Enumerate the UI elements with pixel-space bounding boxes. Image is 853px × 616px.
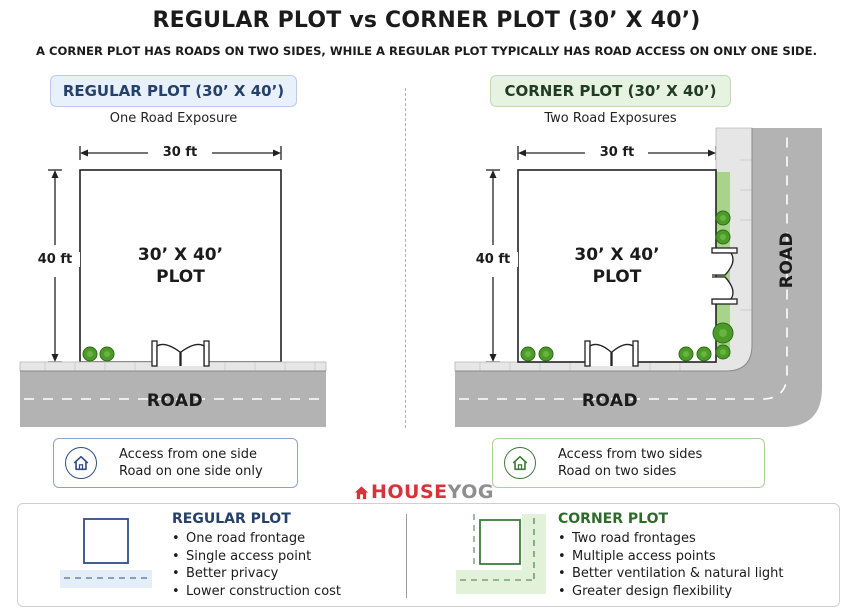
regular-access-card: Access from one side Road on one side on…	[53, 438, 298, 488]
brand-house-icon	[354, 485, 369, 499]
corner-access-card: Access from two sides Road on two sides	[492, 438, 765, 488]
gate-icon	[151, 340, 210, 367]
regular-plot-pill: REGULAR PLOT (30’ X 40’)	[50, 75, 297, 107]
regular-home-badge	[65, 447, 97, 479]
corner-plot-pill: CORNER PLOT (30’ X 40’)	[490, 75, 731, 107]
tree-icon	[520, 210, 734, 362]
summary-regular-list: One road frontage Single access point Be…	[172, 530, 341, 600]
regular-road-label: ROAD	[146, 391, 204, 411]
home-icon	[73, 455, 89, 471]
list-item: Single access point	[172, 548, 341, 566]
summary-divider	[406, 514, 407, 598]
regular-width-dimension	[79, 146, 282, 160]
corner-exposure-label: Two Road Exposures	[544, 111, 677, 126]
list-item: One road frontage	[172, 530, 341, 548]
list-item: Lower construction cost	[172, 583, 341, 601]
page-title: REGULAR PLOT vs CORNER PLOT (30’ X 40’)	[152, 8, 701, 33]
regular-access-line-2: Road on one side only	[119, 464, 263, 479]
regular-plot-title: 30’ X 40’ PLOT	[80, 244, 281, 288]
corner-home-badge	[504, 447, 536, 479]
side-gate-icon	[711, 247, 738, 305]
list-item: Two road frontages	[558, 530, 784, 548]
regular-plot-size: 30’ X 40’	[137, 245, 224, 265]
gate-icon	[584, 340, 639, 367]
corner-width-label: 30 ft	[599, 145, 635, 160]
summary-card: REGULAR PLOT One road frontage Single ac…	[17, 503, 840, 607]
brand-name-part-1: HOUSE	[371, 481, 448, 503]
regular-plot-diagram	[19, 146, 327, 427]
regular-exposure-label: One Road Exposure	[109, 111, 238, 126]
corner-road-center-line	[459, 132, 788, 400]
tree-icon	[82, 346, 115, 362]
regular-width-label: 30 ft	[162, 145, 198, 160]
corner-access-line-1: Access from two sides	[558, 447, 703, 462]
summary-regular-title: REGULAR PLOT	[172, 511, 291, 527]
list-item: Better privacy	[172, 565, 341, 583]
regular-access-line-1: Access from one side	[119, 447, 257, 462]
corner-road-label-bottom: ROAD	[581, 391, 639, 411]
regular-plot-word: PLOT	[156, 267, 205, 287]
corner-mini-diagram	[456, 514, 546, 594]
corner-height-label: 40 ft	[468, 252, 518, 267]
regular-plot-boundary	[79, 169, 282, 363]
corner-plot-size: 30’ X 40’	[574, 245, 660, 265]
corner-plot-title: 30’ X 40’ PLOT	[518, 244, 716, 288]
corner-plot-diagram	[454, 127, 822, 427]
page-subtitle: A CORNER PLOT HAS ROADS ON TWO SIDES, WH…	[36, 44, 817, 58]
corner-width-dimension	[517, 146, 717, 160]
regular-height-label: 40 ft	[30, 252, 80, 267]
home-icon	[512, 455, 528, 471]
regular-height-dimension	[48, 169, 62, 363]
corner-road-label-side: ROAD	[777, 231, 797, 289]
corner-plot-boundary	[517, 169, 717, 363]
summary-corner-title: CORNER PLOT	[558, 511, 669, 527]
center-divider	[405, 88, 406, 428]
corner-road	[455, 128, 822, 427]
list-item: Greater design flexibility	[558, 583, 784, 601]
regular-mini-diagram	[60, 518, 152, 588]
list-item: Multiple access points	[558, 548, 784, 566]
corner-access-line-2: Road on two sides	[558, 464, 677, 479]
brand-name-part-2: YOG	[447, 481, 494, 503]
corner-plot-word: PLOT	[592, 267, 642, 287]
summary-corner-list: Two road frontages Multiple access point…	[558, 530, 784, 600]
list-item: Better ventilation & natural light	[558, 565, 784, 583]
